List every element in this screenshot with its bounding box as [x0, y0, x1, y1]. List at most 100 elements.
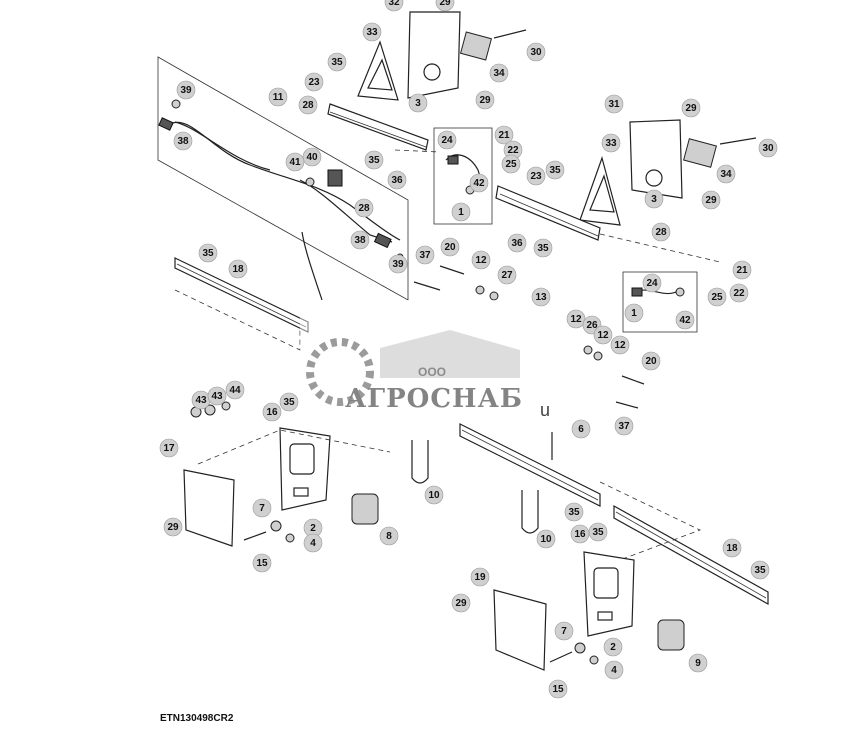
harness-detail-box-left [433, 127, 493, 225]
callout-35: 35 [327, 52, 347, 72]
callout-label: 26 [586, 320, 598, 331]
callout-label: 35 [537, 243, 549, 254]
callout-label: 15 [552, 684, 564, 695]
callout-label: 22 [733, 288, 745, 299]
callout-label: 36 [391, 175, 403, 186]
callout-label: 28 [358, 203, 370, 214]
callout-25: 25 [501, 154, 521, 174]
callout-label: 25 [711, 292, 723, 303]
callout-32: 32 [384, 0, 404, 12]
callout-label: 4 [310, 538, 316, 549]
callout-35: 35 [588, 522, 608, 542]
callout-35: 35 [750, 560, 770, 580]
callout-label: 29 [455, 598, 467, 609]
callout-label: 35 [754, 565, 766, 576]
watermark-company: ООО [418, 365, 446, 379]
callout-35: 35 [545, 160, 565, 180]
callout-44: 44 [225, 380, 245, 400]
callout-3: 3 [644, 189, 664, 209]
callout-label: 42 [679, 315, 691, 326]
callout-41: 41 [285, 152, 305, 172]
right-bar [599, 481, 769, 606]
callout-label: 29 [439, 0, 451, 8]
callout-9: 9 [688, 653, 708, 673]
callout-20: 20 [641, 351, 661, 371]
callout-label: 22 [507, 145, 519, 156]
harness-panel [157, 56, 409, 301]
callout-36: 36 [387, 170, 407, 190]
callout-label: 40 [306, 152, 318, 163]
callout-18: 18 [722, 538, 742, 558]
callout-label: 20 [645, 356, 657, 367]
callout-label: 23 [530, 171, 542, 182]
callout-label: 1 [631, 308, 637, 319]
callout-label: 24 [441, 135, 453, 146]
callout-29: 29 [475, 90, 495, 110]
callout-28: 28 [651, 222, 671, 242]
callout-23: 23 [304, 72, 324, 92]
callout-8: 8 [379, 526, 399, 546]
callout-label: 38 [177, 136, 189, 147]
callout-39: 39 [388, 254, 408, 274]
callout-12: 12 [610, 335, 630, 355]
callout-label: 10 [540, 534, 552, 545]
callout-label: 33 [605, 138, 617, 149]
callout-label: 24 [646, 278, 658, 289]
figure-code: ETN130498CR2 [160, 713, 234, 724]
callout-label: 35 [592, 527, 604, 538]
callout-label: 2 [610, 642, 616, 653]
callout-28: 28 [298, 95, 318, 115]
callout-label: 12 [570, 314, 582, 325]
watermark-logo: ООО АГРОСНАБ u [300, 300, 550, 420]
callout-label: 35 [202, 248, 214, 259]
callout-label: 21 [736, 265, 748, 276]
callout-label: 16 [266, 407, 278, 418]
callout-10: 10 [536, 529, 556, 549]
callout-label: 25 [505, 159, 517, 170]
callout-label: 43 [195, 395, 207, 406]
callout-37: 37 [614, 416, 634, 436]
callout-18: 18 [228, 259, 248, 279]
callout-30: 30 [526, 42, 546, 62]
center-tube [459, 423, 601, 507]
callout-label: 3 [415, 98, 421, 109]
top-lamp-bracket-right [495, 119, 757, 263]
callout-21: 21 [732, 260, 752, 280]
watermark-brand: АГРОСНАБ [345, 384, 523, 414]
callout-34: 34 [489, 63, 509, 83]
u-bolt-right [521, 490, 539, 534]
callout-label: 2 [310, 523, 316, 534]
callout-7: 7 [252, 498, 272, 518]
callout-label: 35 [549, 165, 561, 176]
callout-label: 7 [561, 626, 567, 637]
callout-29: 29 [163, 517, 183, 537]
callout-43: 43 [207, 386, 227, 406]
callout-30: 30 [758, 138, 778, 158]
callout-35: 35 [564, 502, 584, 522]
bracket-plate-left [197, 427, 391, 511]
callout-label: 29 [479, 95, 491, 106]
callout-label: 39 [392, 259, 404, 270]
callout-label: 38 [354, 235, 366, 246]
callout-label: 27 [501, 270, 513, 281]
callout-label: 28 [302, 100, 314, 111]
callout-label: 43 [211, 391, 223, 402]
callout-label: 4 [611, 665, 617, 676]
callout-label: 36 [511, 238, 523, 249]
callout-label: 34 [493, 68, 505, 79]
callout-20: 20 [440, 237, 460, 257]
callout-label: 17 [163, 443, 175, 454]
watermark-suffix: u [540, 400, 550, 420]
callout-label: 35 [368, 155, 380, 166]
callout-24: 24 [437, 130, 457, 150]
callout-label: 37 [618, 421, 630, 432]
callout-29: 29 [451, 593, 471, 613]
callout-12: 12 [471, 250, 491, 270]
u-bolt-left [411, 440, 429, 484]
reflector-19 [493, 589, 547, 671]
callout-35: 35 [533, 238, 553, 258]
callout-label: 34 [720, 169, 732, 180]
callout-42: 42 [675, 310, 695, 330]
